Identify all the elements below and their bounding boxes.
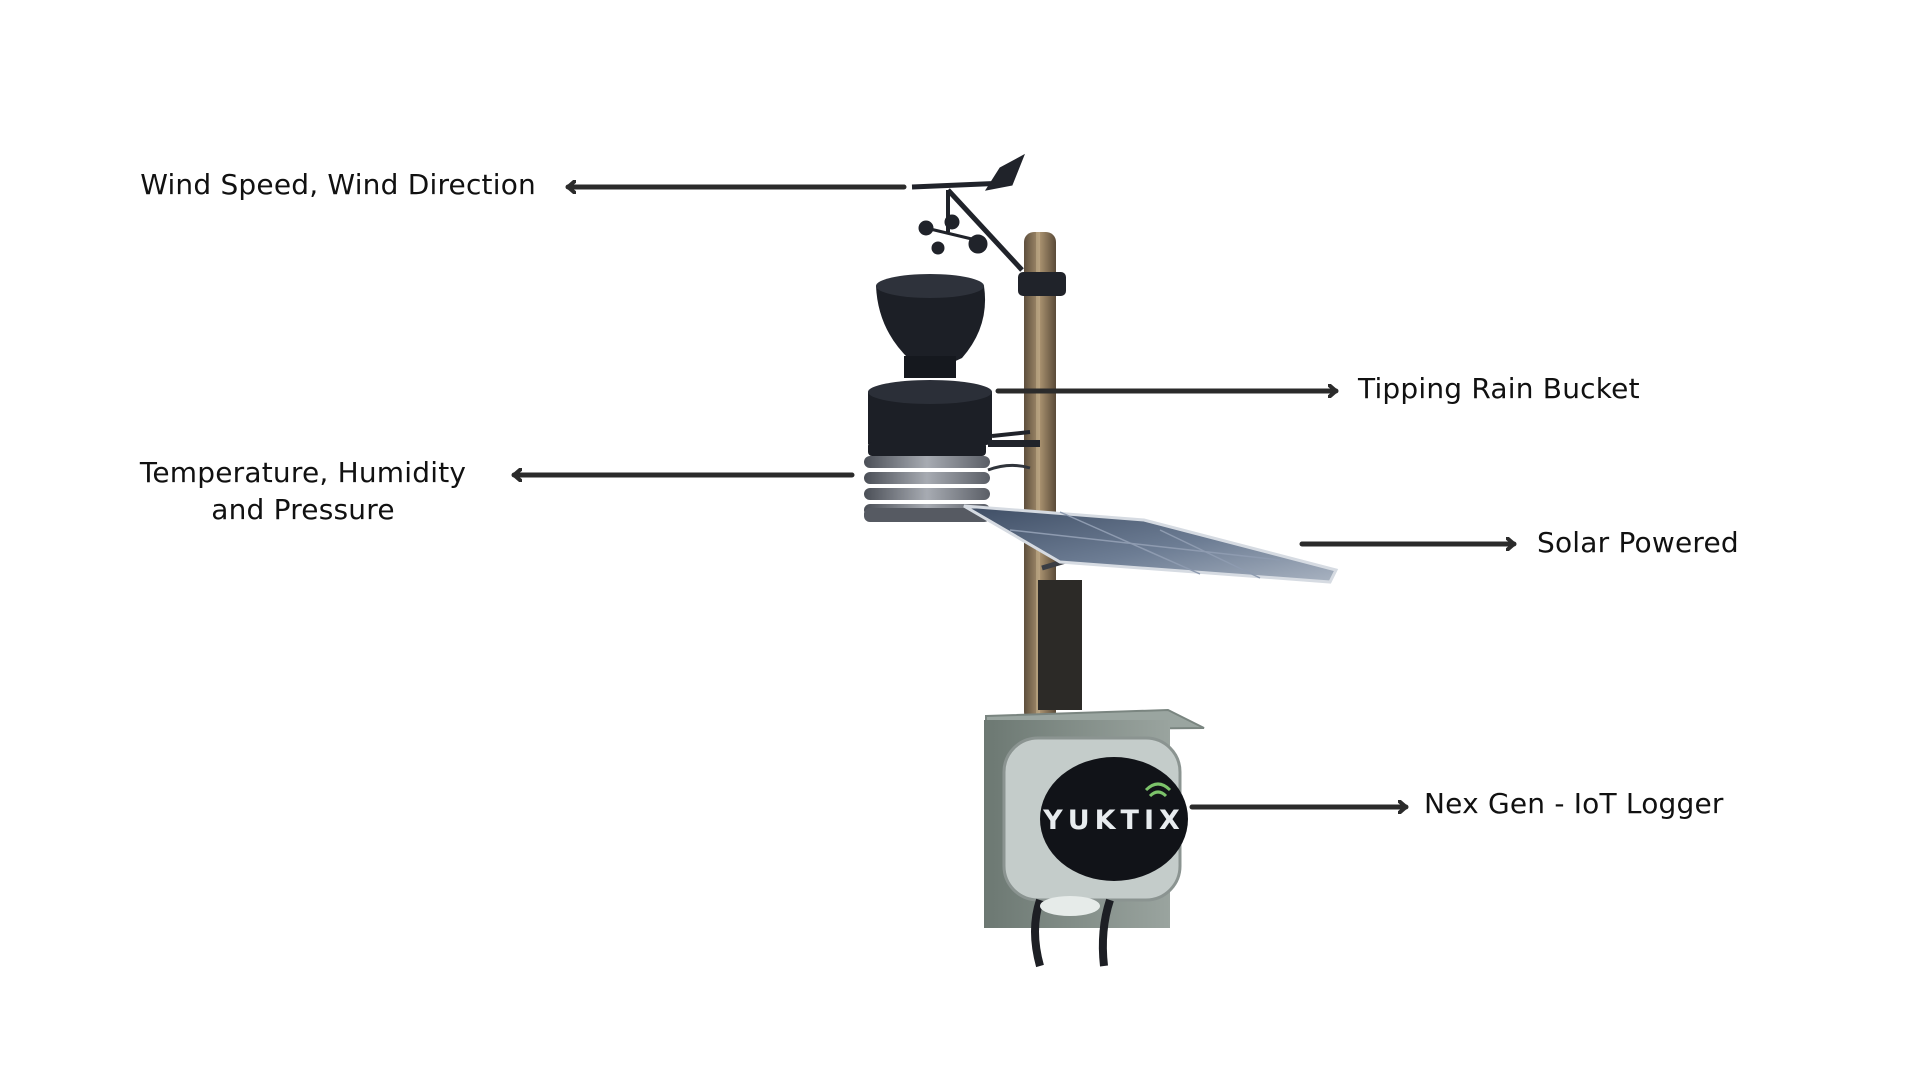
label-temperature-humidity-pressure: Temperature, Humidity and Pressure xyxy=(139,456,467,526)
iot-logger-enclosure: YUKTIX xyxy=(984,708,1205,968)
label-iot-logger: Nex Gen - IoT Logger xyxy=(1424,787,1724,820)
logger-brand-text: YUKTIX xyxy=(1042,805,1185,836)
label-wind-speed-direction: Wind Speed, Wind Direction xyxy=(140,168,536,201)
mounting-pole xyxy=(1018,232,1082,722)
radiation-shield xyxy=(864,442,1031,522)
callout-arrows xyxy=(511,187,1517,807)
rain-gauge xyxy=(868,274,1040,450)
label-solar-powered: Solar Powered xyxy=(1537,526,1739,559)
solar-panel xyxy=(963,504,1339,584)
anemometer-wind-vane xyxy=(911,153,1025,272)
label-tipping-rain-bucket: Tipping Rain Bucket xyxy=(1358,372,1640,405)
